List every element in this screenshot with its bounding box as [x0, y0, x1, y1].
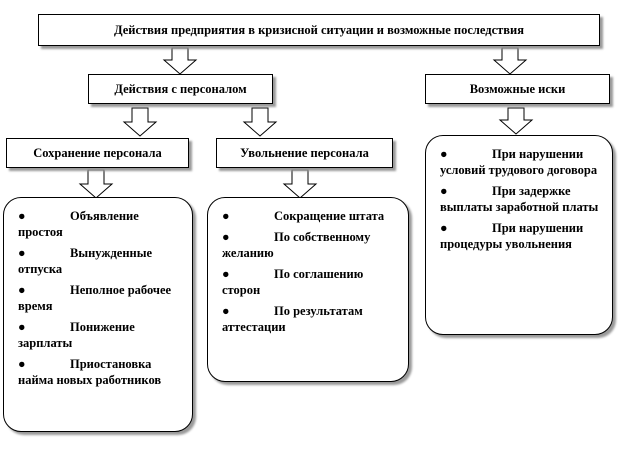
- personnel-actions-label: Действия с персоналом: [114, 81, 247, 96]
- possible-claims-box: Возможные иски: [425, 74, 610, 104]
- dismissal-list: ●Сокращение штата ●По собственному желан…: [222, 208, 400, 335]
- root-box: Действия предприятия в кризисной ситуаци…: [38, 14, 600, 46]
- list-item-text: Объявление простоя: [18, 209, 139, 239]
- list-item: ●По соглашению сторон: [222, 266, 400, 298]
- list-item-text: По соглашению сторон: [222, 267, 364, 297]
- list-item-text: По результатам аттестации: [222, 304, 363, 334]
- list-item-text: При нарушении процедуры увольнения: [440, 221, 584, 251]
- list-item: ●При нарушении условий трудового договор…: [440, 146, 604, 178]
- bullet-icon: ●: [222, 304, 230, 318]
- arrow-root-to-claims: [492, 47, 528, 75]
- bullet-icon: ●: [222, 267, 230, 281]
- list-item-text: Приостановка найма новых работников: [18, 357, 162, 387]
- root-label: Действия предприятия в кризисной ситуаци…: [113, 22, 525, 37]
- bullet-icon: ●: [222, 209, 230, 223]
- bullet-icon: ●: [440, 147, 448, 161]
- list-item-text: При задержке выплаты заработной платы: [440, 184, 599, 214]
- bullet-icon: ●: [18, 246, 26, 260]
- bullet-icon: ●: [222, 230, 230, 244]
- bullet-icon: ●: [440, 184, 448, 198]
- list-item-text: При нарушении условий трудового договора: [440, 147, 598, 177]
- bullet-icon: ●: [18, 283, 26, 297]
- list-item: ●По результатам аттестации: [222, 303, 400, 335]
- list-item: ●Неполное рабочее время: [18, 282, 184, 314]
- arrow-personnel-to-dismissal: [242, 107, 278, 137]
- dismissal-box: Увольнение персонала: [216, 138, 393, 168]
- claims-list: ●При нарушении условий трудового договор…: [440, 146, 604, 252]
- bullet-icon: ●: [440, 221, 448, 235]
- personnel-actions-box: Действия с персоналом: [88, 74, 273, 104]
- list-item: ●Понижение зарплаты: [18, 319, 184, 351]
- claims-panel: ●При нарушении условий трудового договор…: [425, 135, 613, 335]
- bullet-icon: ●: [18, 357, 26, 371]
- list-item-text: Сокращение штата: [274, 209, 385, 223]
- arrow-retention-to-list: [78, 169, 114, 199]
- arrow-claims-to-list: [498, 107, 534, 135]
- list-item: ● Сокращение штата: [222, 208, 400, 224]
- retention-panel: ●Объявление простоя ●Вынужденные отпуска…: [3, 197, 193, 432]
- dismissal-panel: ●Сокращение штата ●По собственному желан…: [207, 197, 409, 382]
- arrow-personnel-to-retention: [122, 107, 158, 137]
- list-item: ●При нарушении процедуры увольнения: [440, 220, 604, 252]
- bullet-icon: ●: [18, 320, 26, 334]
- possible-claims-label: Возможные иски: [469, 81, 566, 96]
- dismissal-label: Увольнение персонала: [240, 145, 369, 160]
- list-item: ●Объявление простоя: [18, 208, 184, 240]
- bullet-icon: ●: [18, 209, 26, 223]
- list-item: ●Вынужденные отпуска: [18, 245, 184, 277]
- list-item-text: По собственному желанию: [222, 230, 371, 260]
- list-item-text: Вынужденные отпуска: [18, 246, 153, 276]
- retention-box: Сохранение персонала: [6, 138, 189, 168]
- retention-list: ●Объявление простоя ●Вынужденные отпуска…: [18, 208, 184, 388]
- list-item: ●По собственному желанию: [222, 229, 400, 261]
- list-item: ●При задержке выплаты заработной платы: [440, 183, 604, 215]
- list-item: ●Приостановка найма новых работников: [18, 356, 184, 388]
- retention-label: Сохранение персонала: [33, 145, 162, 160]
- list-item-text: Неполное рабочее время: [18, 283, 172, 313]
- list-item-text: Понижение зарплаты: [18, 320, 135, 350]
- arrow-dismissal-to-list: [282, 169, 318, 199]
- arrow-root-to-personnel: [162, 47, 198, 75]
